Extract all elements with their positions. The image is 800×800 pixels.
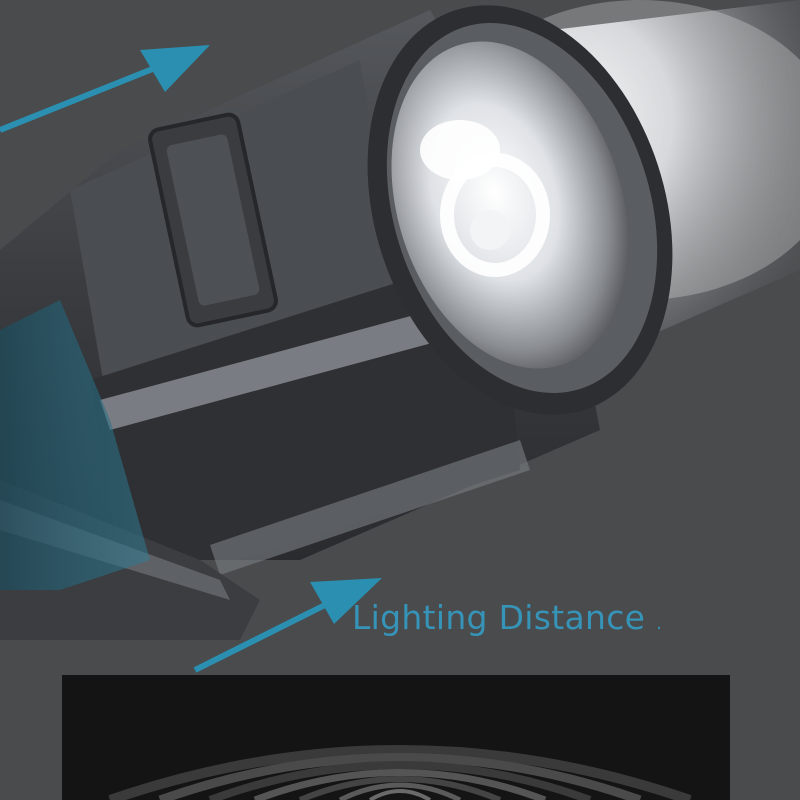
caption-lighting-distance: Lighting Distance . — [352, 598, 662, 637]
arrow-right-icon — [193, 578, 382, 673]
arrow-right-icon — [0, 45, 210, 133]
caption-trailing-mark: . — [656, 613, 663, 634]
tunnel-graphic — [62, 675, 730, 800]
caption-text: Lighting Distance — [352, 598, 646, 637]
flashlight-icon — [0, 5, 673, 640]
